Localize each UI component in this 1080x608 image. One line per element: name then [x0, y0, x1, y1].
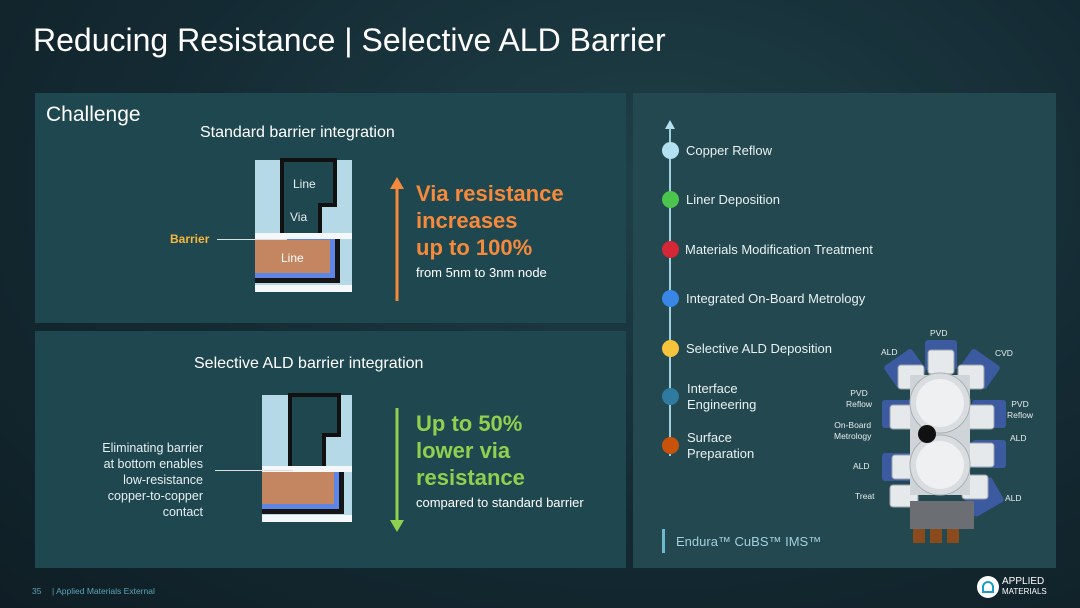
- barrier-label: Barrier: [170, 232, 210, 246]
- label-line: PVD: [850, 388, 868, 398]
- step-dot-surface: [662, 437, 679, 454]
- step-liner-deposition: Liner Deposition: [686, 192, 780, 207]
- claim-line: lower via: [416, 438, 511, 463]
- line-top-label: Line: [293, 177, 316, 191]
- node-note: from 5nm to 3nm node: [416, 265, 547, 280]
- standard-barrier-diagram: [255, 158, 352, 292]
- step-dot-treatment: [662, 241, 679, 258]
- tool-label-pvd: PVD: [930, 328, 948, 338]
- selective-barrier-diagram: [262, 393, 352, 522]
- standard-caption: Standard barrier integration: [200, 124, 395, 141]
- step-materials-modification: Materials Modification Treatment: [685, 242, 873, 257]
- explanation-line: copper-to-copper: [107, 489, 203, 503]
- claim-line: resistance: [416, 465, 525, 490]
- selective-caption: Selective ALD barrier integration: [194, 355, 424, 372]
- line-bottom-label: Line: [281, 251, 304, 265]
- product-name: Endura™ CuBS™ IMS™: [676, 534, 822, 549]
- label-line: Reflow: [1007, 410, 1033, 420]
- step-line: Preparation: [687, 446, 755, 461]
- step-line: Surface: [687, 430, 732, 445]
- step-dot-liner: [662, 191, 679, 208]
- claim-line: up to 100%: [416, 235, 533, 260]
- applied-materials-logo-text: APPLIED MATERIALS: [1002, 577, 1047, 597]
- step-dot-copper-reflow: [662, 142, 679, 159]
- step-dot-interface: [662, 388, 679, 405]
- step-line: Engineering: [687, 397, 757, 412]
- comparison-note: compared to standard barrier: [416, 495, 584, 510]
- via-label: Via: [290, 210, 308, 224]
- tool-label-ald: ALD: [1005, 493, 1022, 503]
- endura-tool-image: [882, 340, 1006, 543]
- arrow-down-icon: [390, 408, 404, 532]
- logo-line: MATERIALS: [1002, 587, 1047, 596]
- logo-line: APPLIED: [1002, 576, 1045, 587]
- step-metrology: Integrated On-Board Metrology: [686, 291, 866, 306]
- slide-title: Reducing Resistance | Selective ALD Barr…: [33, 22, 666, 58]
- lower-resistance-claim: Up to 50% lower via resistance: [416, 410, 525, 491]
- claim-line: Up to 50%: [416, 411, 523, 436]
- claim-line: Via resistance: [416, 181, 564, 206]
- step-dot-ald: [662, 340, 679, 357]
- label-line: Reflow: [846, 399, 872, 409]
- explanation-line: Eliminating barrier: [102, 441, 203, 455]
- page-number: 35: [32, 586, 42, 596]
- step-selective-ald: Selective ALD Deposition: [686, 341, 832, 356]
- arrow-up-icon: [390, 177, 404, 301]
- step-dot-metrology: [662, 290, 679, 307]
- label-line: Metrology: [834, 431, 872, 441]
- label-line: PVD: [1011, 399, 1029, 409]
- explanation-pointer: [215, 470, 293, 471]
- barrier-pointer: [217, 239, 287, 240]
- claim-line: increases: [416, 208, 518, 233]
- tool-label-cvd: CVD: [995, 348, 1013, 358]
- applied-materials-logo-icon: [977, 576, 999, 598]
- tool-label-treat: Treat: [855, 491, 875, 501]
- timeline-line: [665, 120, 675, 456]
- explanation-line: contact: [162, 505, 203, 519]
- label-line: On-Board: [834, 420, 872, 430]
- step-copper-reflow: Copper Reflow: [686, 143, 772, 158]
- explanation-line: low-resistance: [123, 473, 203, 487]
- explanation-line: at bottom enables: [103, 457, 203, 471]
- product-accent-bar: [662, 529, 665, 553]
- explanation-text: Eliminating barrier at bottom enables lo…: [60, 440, 203, 520]
- step-line: Interface: [687, 381, 738, 396]
- challenge-heading: Challenge: [46, 103, 141, 126]
- tool-label-ald: ALD: [853, 461, 870, 471]
- via-resistance-claim: Via resistance increases up to 100%: [416, 180, 564, 261]
- footer-classification: | Applied Materials External: [52, 586, 155, 596]
- tool-label-ald: ALD: [881, 347, 898, 357]
- tool-label-ald: ALD: [1010, 433, 1027, 443]
